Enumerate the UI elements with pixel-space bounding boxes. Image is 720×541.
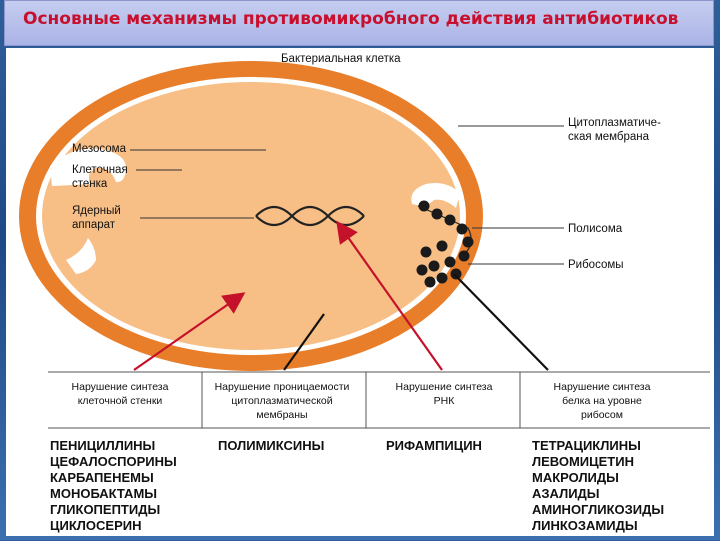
label-cytoplasmic-2: ская мембрана — [568, 131, 650, 143]
label-polysome: Полисома — [568, 223, 623, 235]
drug-cephalosporins: ЦЕФАЛОСПОРИНЫ — [50, 454, 177, 469]
drug-rifampicin: РИФАМПИЦИН — [386, 438, 482, 453]
mechanism-4-line-3: рибосом — [581, 409, 623, 421]
mechanism-1-line-1: Нарушение синтеза — [72, 381, 169, 393]
label-cell-wall-1: Клеточная — [72, 164, 128, 176]
membrane-fold-left — [66, 238, 96, 274]
page-title: Основные механизмы противомикробного дей… — [23, 9, 679, 29]
ribosomes — [416, 240, 470, 288]
mechanism-3-line-2: РНК — [434, 395, 456, 407]
label-nucleus-2: аппарат — [72, 219, 116, 231]
label-cytoplasmic-1: Цитоплазматиче- — [568, 117, 661, 129]
drug-glycopeptides: ГЛИКОПЕПТИДЫ — [50, 502, 160, 517]
arrow-cell-wall — [133, 292, 246, 371]
drug-monobactams: МОНОБАКТАМЫ — [50, 486, 157, 501]
cell-diagram: Бактериальная клетка Мезосома Клеточная … — [19, 53, 710, 533]
label-nucleus-1: Ядерный — [72, 205, 121, 217]
drug-lincosamides: ЛИНКОЗАМИДЫ — [532, 518, 638, 533]
arrow-ribosomes — [453, 273, 549, 371]
drug-levomycetin: ЛЕВОМИЦЕТИН — [532, 454, 634, 469]
mechanism-2-line-2: цитоплазматической — [231, 395, 332, 407]
label-mesosome: Мезосома — [72, 143, 127, 155]
mechanism-4-line-1: Нарушение синтеза — [554, 381, 651, 393]
mechanism-1-line-2: клеточной стенки — [78, 395, 163, 407]
cytoplasm — [42, 82, 460, 350]
mechanism-2-line-3: мембраны — [256, 409, 307, 421]
mesosome-shape — [50, 148, 127, 186]
diagram-figure: Бактериальная клетка Мезосома Клеточная … — [6, 48, 714, 536]
drug-macrolides: МАКРОЛИДЫ — [532, 470, 619, 485]
drug-cycloserine: ЦИКЛОСЕРИН — [50, 518, 141, 533]
drug-penicillins: ПЕНИЦИЛЛИНЫ — [50, 438, 155, 453]
drug-azalides: АЗАЛИДЫ — [532, 486, 600, 501]
polysome — [418, 200, 474, 248]
drug-tetracyclines: ТЕТРАЦИКЛИНЫ — [532, 438, 641, 453]
drug-aminoglycosides: АМИНОГЛИКОЗИДЫ — [532, 502, 664, 517]
cell-title: Бактериальная клетка — [281, 53, 401, 65]
title-bar: Основные механизмы противомикробного дей… — [4, 0, 714, 46]
drug-polymyxins: ПОЛИМИКСИНЫ — [218, 438, 324, 453]
mechanism-3-line-1: Нарушение синтеза — [396, 381, 493, 393]
drug-carbapenems: КАРБАПЕНЕМЫ — [50, 470, 154, 485]
dna-strand-a — [255, 205, 365, 227]
mechanism-2-line-1: Нарушение проницаемости — [215, 381, 350, 393]
arrow-membrane — [283, 313, 325, 371]
arrow-rna — [336, 220, 443, 371]
label-cell-wall-2: стенка — [72, 178, 108, 190]
mechanism-4-line-2: белка на уровне — [562, 395, 642, 407]
label-ribosomes: Рибосомы — [568, 259, 624, 271]
